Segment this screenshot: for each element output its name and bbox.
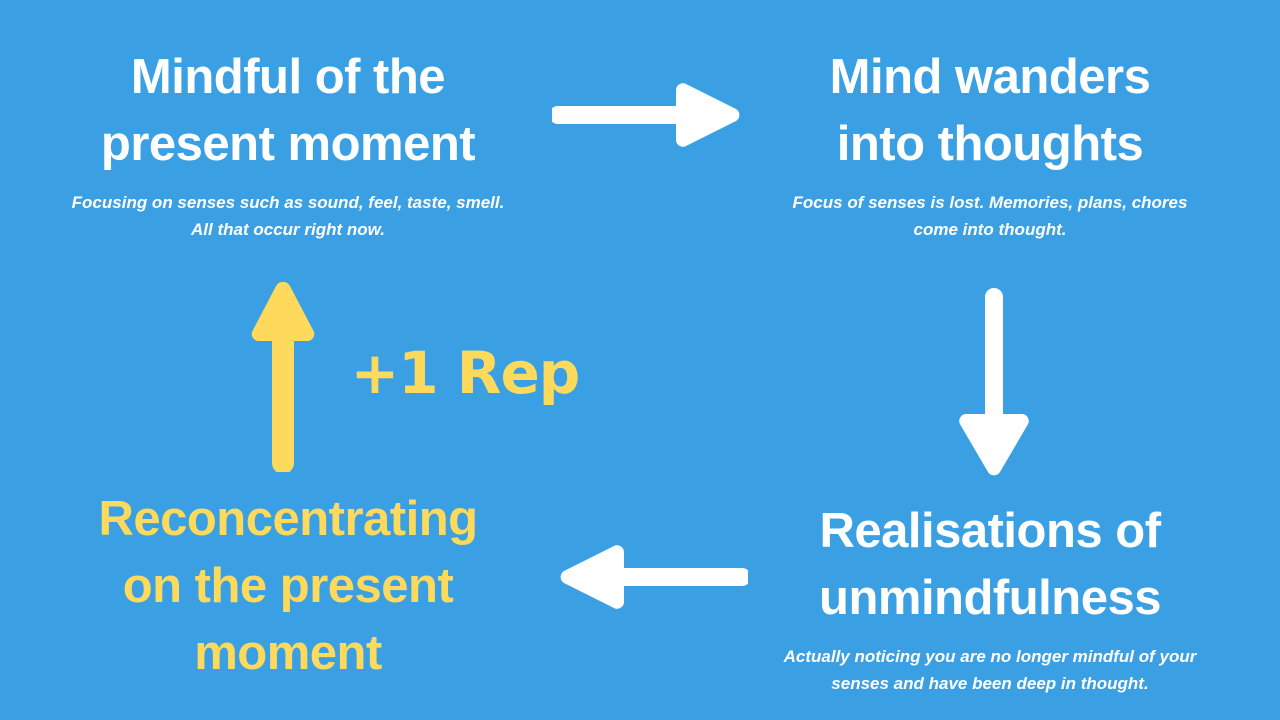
cycle-node-mindful-subtitle: Focusing on senses such as sound, feel, … — [71, 193, 505, 239]
cycle-node-mindful: Mindful of the present moment Focusing o… — [38, 44, 538, 243]
cycle-node-realisations-subtitle: Actually noticing you are no longer mind… — [783, 647, 1197, 693]
arrow-down-icon — [959, 288, 1029, 476]
cycle-node-mind-wanders: Mind wanders into thoughts Focus of sens… — [740, 44, 1240, 243]
cycle-node-realisations-title: Realisations of unmindfulness — [819, 504, 1161, 625]
cycle-node-reconcentrating-title: Reconcentrating on the present moment — [98, 492, 478, 680]
cycle-node-realisations: Realisations of unmindfulness Actually n… — [740, 498, 1240, 697]
cycle-node-mindful-title: Mindful of the present moment — [100, 50, 476, 171]
rep-counter-label: +1 Rep — [350, 339, 581, 407]
arrow-right-icon — [552, 83, 740, 147]
cycle-node-reconcentrating: Reconcentrating on the present moment — [38, 486, 538, 687]
cycle-node-mind-wanders-subtitle: Focus of senses is lost. Memories, plans… — [792, 193, 1188, 239]
arrow-left-icon — [560, 545, 748, 609]
cycle-node-mind-wanders-title: Mind wanders into thoughts — [829, 50, 1151, 171]
arrow-up-icon — [251, 281, 315, 472]
